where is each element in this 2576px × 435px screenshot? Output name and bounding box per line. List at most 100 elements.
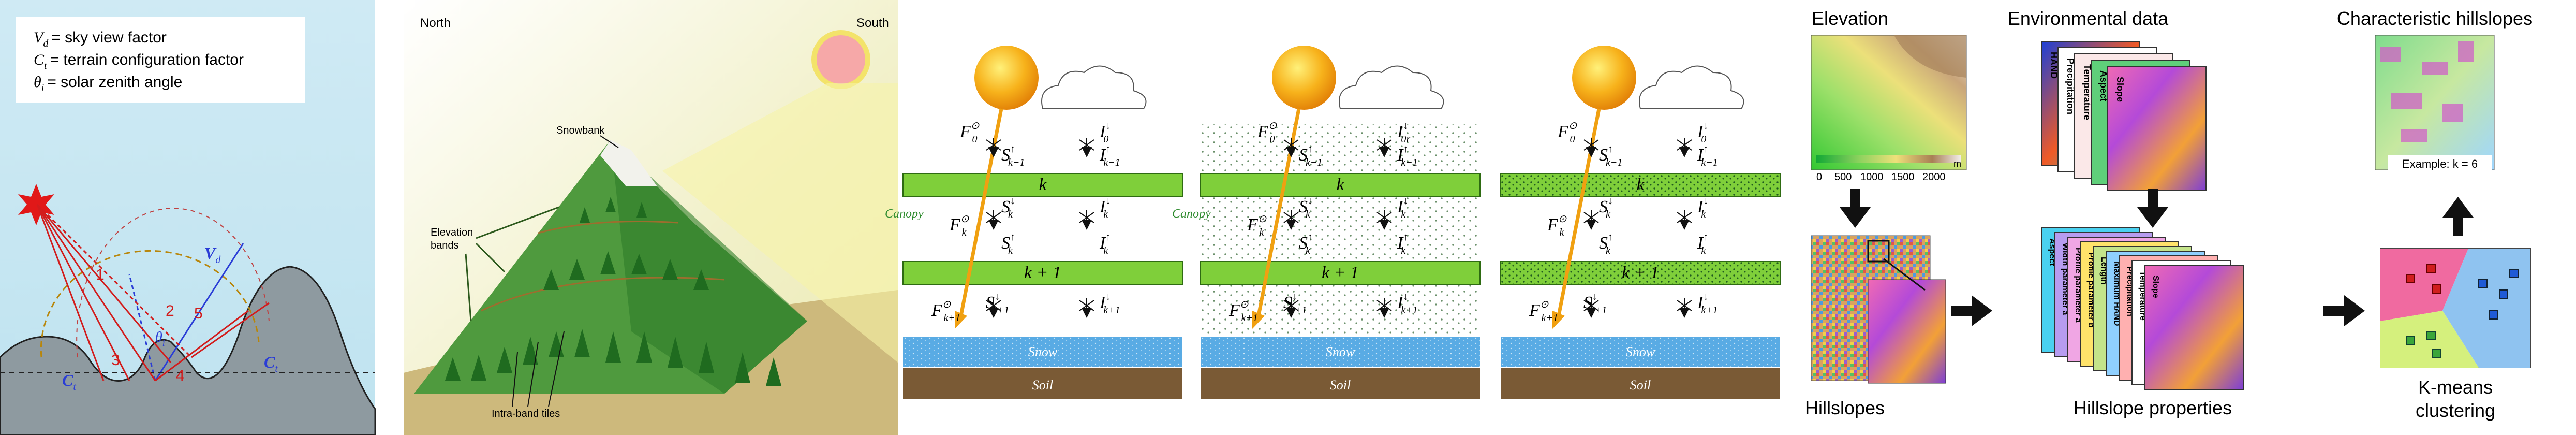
flux-Fk1: F⊙k+1: [1529, 299, 1558, 324]
cross-bot-left: [1283, 298, 1299, 318]
panel-hillslope-workflow: Elevation 0 500 1000 1500 2000 m Hillslo…: [1805, 8, 2533, 421]
cluster-blue-points: [2478, 269, 2519, 320]
direct-beam-head: [955, 311, 967, 329]
scale-tick-1500: 1500: [1891, 171, 1915, 183]
sun-icon: [1272, 46, 1336, 110]
flux-Fk: F⊙k: [949, 213, 969, 238]
arrow-up-kmeans: [2442, 197, 2474, 236]
layer-k1-label: k + 1: [1622, 263, 1659, 282]
snowbank-area: [600, 140, 657, 186]
snow-label: Snow: [1626, 344, 1655, 359]
flux-Sk: S↓k: [1001, 195, 1015, 220]
ray-label-4: 4: [176, 367, 185, 384]
soil-label: Soil: [1630, 378, 1651, 393]
soil-layer: [903, 368, 1182, 399]
flux-I-top: I↑k−1: [1099, 143, 1120, 168]
snowbank-label: Snowbank: [556, 125, 605, 136]
hillslopes-label: Hillslopes: [1805, 397, 1885, 418]
flux-I-top: I↑k−1: [1397, 143, 1418, 168]
flux-Ik-up: I↑k: [1099, 231, 1111, 256]
flux-Ik: I↓k: [1099, 195, 1111, 220]
env-layer-label-0: HAND: [2049, 52, 2059, 79]
band-line-2: [538, 221, 678, 234]
flux-Ik: I↓k: [1697, 195, 1708, 220]
env-layer-label-3: Aspect: [2098, 70, 2109, 102]
hillslopes-zoom-box: [1867, 240, 1890, 263]
flux-Sk: S↓k: [1599, 195, 1613, 220]
cross-top-left: [986, 138, 1001, 157]
example-label: Example: k = 6: [2402, 157, 2478, 170]
flux-Ik: I↓k: [1397, 195, 1408, 220]
cross-mid-left: [1283, 210, 1299, 230]
elevation-bands-pointers: [465, 206, 559, 322]
panel-canopy-1: kk + 1SnowSoilCanopyF⊙0S↑k−1I↓0I↑k−1F⊙kS…: [885, 46, 1183, 399]
cross-mid-right: [1677, 210, 1692, 230]
legend-box: [16, 17, 305, 103]
scale-tick-2000: 2000: [1922, 171, 1946, 183]
layer-k-texture: [1501, 173, 1780, 196]
band-line-1: [481, 277, 725, 312]
ct-right-label: Ct: [264, 353, 278, 374]
flux-I0: I↓0: [1099, 120, 1111, 145]
canopy-layer-k: [1200, 173, 1481, 197]
ct-dome: [76, 208, 270, 358]
ray-label-5: 5: [194, 305, 203, 322]
layer-k1-label: k + 1: [1024, 263, 1061, 282]
cluster-green-points: [2406, 331, 2441, 358]
cross-mid-right: [1079, 210, 1094, 230]
flux-I0: I↓0r: [1397, 120, 1410, 145]
scale-unit: m: [1953, 158, 1961, 169]
theta-line: [128, 274, 156, 381]
cross-bot-right: [1376, 298, 1392, 318]
props-label: Hillslope properties: [2074, 397, 2232, 418]
scale-tick-1000: 1000: [1860, 171, 1884, 183]
soil-label: Soil: [1032, 378, 1053, 393]
sun-icon: [811, 30, 870, 89]
layer-k-label: k: [1336, 175, 1344, 194]
south-label: South: [856, 16, 889, 30]
char-title: Characteristic hillslopes: [2337, 8, 2533, 29]
env-layer-label-2: Temperature: [2082, 64, 2092, 120]
intra-band-label: Intra-band tiles: [492, 408, 560, 419]
cross-mid-left: [1583, 210, 1599, 230]
legend-theta: θi= solar zenith angle: [34, 74, 182, 94]
cloud-icon: [1639, 65, 1744, 109]
scattered-leaves: [1201, 124, 1480, 342]
theta-label: θi: [155, 329, 165, 348]
cross-bot-left: [986, 298, 1001, 318]
arrow-down-env: [2137, 189, 2168, 228]
arrow-right-props: [2323, 295, 2365, 326]
prop-layer-8: [2144, 265, 2244, 390]
soil-layer: [1501, 368, 1780, 399]
canopy-label: Canopy: [885, 207, 924, 221]
flux-Sk-up: S↑k: [1599, 231, 1613, 256]
flux-Fk: F⊙k: [1247, 213, 1267, 238]
snowbank-pointer: [600, 135, 619, 148]
elevation-title: Elevation: [1812, 8, 1888, 29]
env-layer-label-4: Slope: [2115, 77, 2125, 102]
sun-icon: [1572, 46, 1636, 110]
flux-Sk-up: S↑k: [1299, 231, 1313, 256]
flux-Sk1: S↓k+1: [986, 291, 1009, 316]
canopy-layer-k: [902, 173, 1183, 197]
arrow-down-elevation: [1840, 189, 1871, 228]
kmeans-diagram: [2380, 248, 2531, 368]
snow-label: Snow: [1326, 344, 1355, 359]
hillslopes-zoom: [1868, 279, 1946, 384]
layer-k-label: k: [1636, 175, 1645, 194]
elevation-scale-bar: [1816, 155, 1961, 163]
direct-beam-head: [1552, 311, 1565, 329]
ct-left-label: Ct: [62, 371, 76, 393]
ray-label-1: 1: [96, 266, 105, 283]
flux-S-top: S↑k−1: [1001, 143, 1025, 168]
env-layer-label-1: Precipitation: [2065, 58, 2076, 114]
cross-bot-right: [1079, 298, 1094, 318]
flux-Ik1: I↓k+1: [1099, 291, 1120, 316]
forest-trees: [445, 197, 781, 386]
cross-top-left: [1583, 138, 1599, 157]
vd-arrow: [154, 243, 244, 381]
legend-vd: Vd= sky view factor: [34, 29, 167, 49]
kmeans-label-2: clustering: [2416, 400, 2495, 421]
cross-mid-left: [986, 210, 1001, 230]
flux-Ik-up: I↑k: [1697, 231, 1708, 256]
